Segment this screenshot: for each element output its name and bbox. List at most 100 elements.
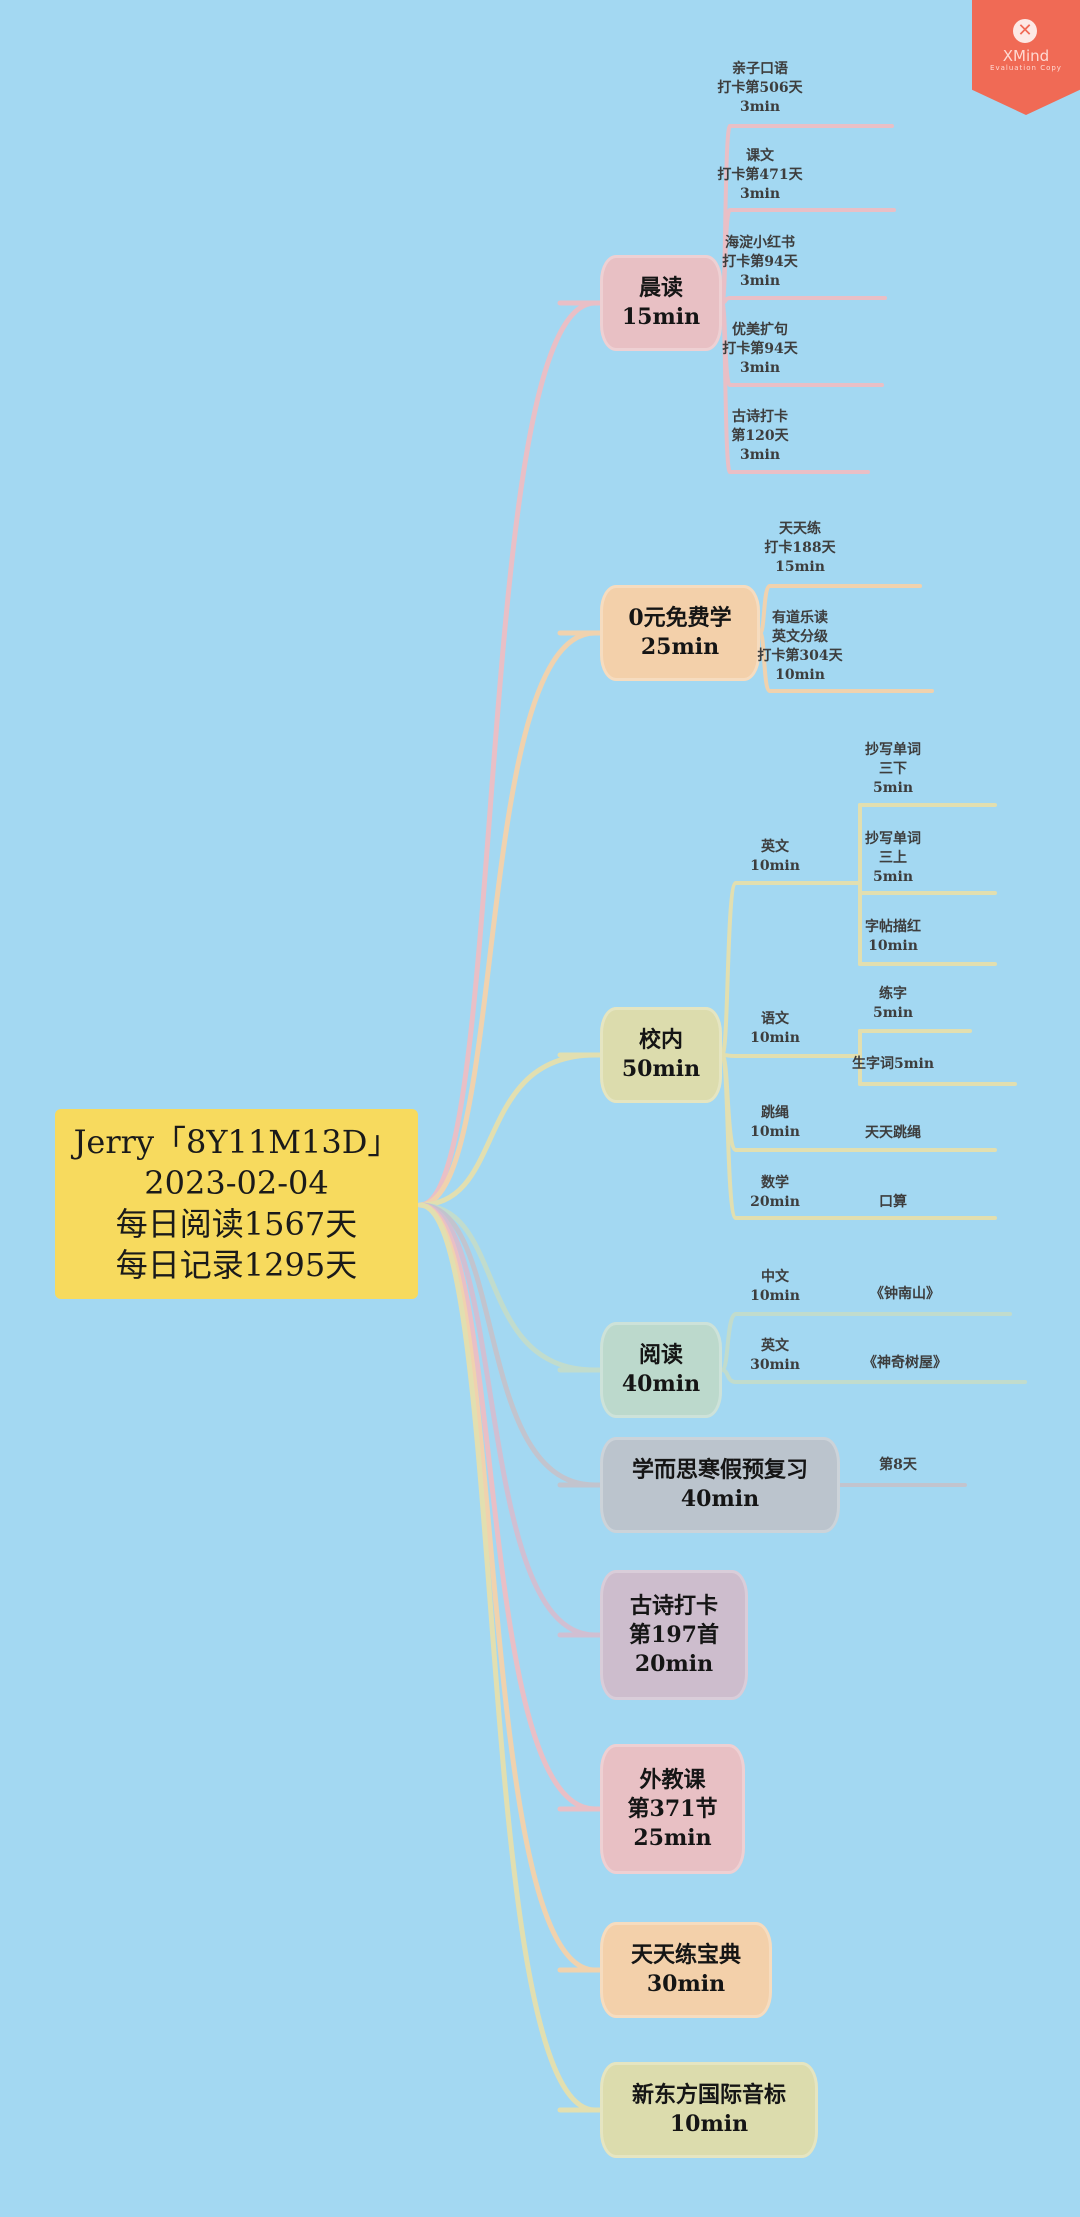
close-icon[interactable]: ✕ [1013, 19, 1037, 43]
topic-label: 第197首 [629, 1621, 719, 1648]
subtopic-xueersi[interactable]: 第8天 [828, 1456, 968, 1475]
subtopic-label: 优美扩句 [732, 322, 788, 338]
leaf-topic-label: 字帖描红 [865, 919, 921, 935]
topic-label: 20min [634, 1650, 714, 1677]
leaf-topic-label: 练字 [879, 986, 907, 1002]
subtopic-label: 亲子口语 [732, 61, 788, 77]
topic-label: 40min [621, 1371, 701, 1397]
subtopic-label: 10min [750, 1288, 800, 1304]
subtopic-label: 3min [739, 447, 781, 463]
subtopic-label: 10min [750, 858, 800, 874]
subtopic-label: 3min [739, 186, 781, 202]
topic-label: 15min [621, 304, 701, 330]
leaf-topic-school[interactable]: 生字词5min [823, 1055, 963, 1074]
subtopic-label: 海淀小红书 [725, 235, 795, 251]
subtopic-school[interactable]: 跳绳 10min [715, 1104, 835, 1142]
topic-label: 天天练宝典 [630, 1942, 741, 1968]
leaf-topic-school[interactable]: 字帖描红 10min [823, 918, 963, 956]
connector-line [417, 1202, 598, 1638]
subtopic-school[interactable]: 数学 20min [715, 1174, 835, 1212]
connector-line [417, 300, 598, 1208]
subtopic-reading[interactable]: 中文 10min [715, 1268, 835, 1306]
subtopic-label: 打卡188天 [764, 540, 836, 556]
leaf-topic-label: 10min [868, 938, 918, 954]
leaf-topic-label: 三下 [879, 761, 907, 777]
leaf-topic-label: 5min [872, 1005, 914, 1021]
topic-label: 50min [621, 1056, 701, 1082]
topic-label: 晨读 [638, 275, 683, 301]
watermark-caption: Evaluation Copy [990, 64, 1062, 72]
leaf-topic-label: 三上 [879, 850, 907, 866]
topic-school[interactable]: 校内 50min [600, 1007, 722, 1103]
central-topic-date: 2023-02-04 [144, 1164, 329, 1202]
subtopic-label: 英文 [761, 1338, 789, 1354]
subtopic-label: 古诗打卡 [732, 409, 788, 425]
subtopic-label: 第8天 [879, 1457, 917, 1473]
subtopic-morning[interactable]: 海淀小红书打卡第94天 3min [690, 234, 830, 291]
topic-label: 10min [669, 2111, 749, 2137]
subtopic-label: 10min [750, 1030, 800, 1046]
subtopic-label: 10min [775, 667, 825, 683]
subtopic-label: 打卡第506天 [717, 80, 803, 96]
topic-label: 外教课 [639, 1766, 706, 1793]
topic-reading[interactable]: 阅读 40min [600, 1322, 722, 1418]
central-topic[interactable]: Jerry「8Y11M13D」 2023-02-04 每日阅读1567天 每日记… [55, 1109, 418, 1299]
subtopic-label: 10min [750, 1124, 800, 1140]
topic-label: 学而思寒假预复习 [631, 1457, 808, 1483]
subtopic-label: 英文分级 [772, 629, 828, 645]
connector-line [720, 881, 738, 1057]
leaf-topic-reading[interactable]: 《神奇树屋》 [835, 1354, 975, 1373]
subtopic-reading[interactable]: 英文 30min [715, 1337, 835, 1375]
leaf-topic-label: 口算 [879, 1194, 907, 1210]
leaf-topic-school[interactable]: 天天跳绳 [823, 1124, 963, 1143]
topic-morning[interactable]: 晨读 15min [600, 255, 722, 351]
xmind-watermark-badge[interactable]: ✕ XMind Evaluation Copy [972, 0, 1080, 115]
topic-label: 校内 [638, 1027, 683, 1053]
subtopic-label: 第120天 [731, 428, 789, 444]
subtopic-label: 打卡第94天 [722, 341, 798, 357]
subtopic-label: 跳绳 [761, 1105, 789, 1121]
subtopic-label: 30min [750, 1357, 800, 1373]
subtopic-label: 打卡第304天 [757, 648, 843, 664]
leaf-topic-reading[interactable]: 《钟南山》 [835, 1285, 975, 1304]
connector-line [417, 1052, 598, 1208]
subtopic-school[interactable]: 英文 10min [715, 838, 835, 876]
subtopic-label: 20min [750, 1194, 800, 1210]
central-topic-reading-days: 每日阅读1567天 [115, 1205, 358, 1243]
leaf-topic-school[interactable]: 练字 5min [823, 985, 963, 1023]
subtopic-school[interactable]: 语文 10min [715, 1010, 835, 1048]
topic-label: 第371节 [627, 1795, 718, 1822]
topic-label: 阅读 [638, 1342, 683, 1368]
subtopic-label: 英文 [761, 839, 789, 855]
connector-line [417, 630, 598, 1208]
subtopic-label: 天天练 [779, 521, 821, 537]
subtopic-label: 3min [739, 273, 781, 289]
subtopic-morning[interactable]: 古诗打卡第120天 3min [690, 408, 830, 465]
subtopic-label: 打卡第94天 [722, 254, 798, 270]
subtopic-label: 中文 [761, 1269, 789, 1285]
leaf-topic-label: 生字词5min [851, 1056, 935, 1072]
subtopic-label: 数学 [761, 1175, 789, 1191]
connector-line [417, 1202, 598, 1812]
topic-label: 25min [633, 1824, 712, 1851]
leaf-topic-school[interactable]: 口算 [823, 1193, 963, 1212]
subtopic-label: 语文 [761, 1011, 789, 1027]
connector-line [720, 1368, 738, 1384]
subtopic-label: 课文 [746, 148, 774, 164]
connector-line [417, 1202, 598, 1488]
leaf-topic-label: 《神奇树屋》 [863, 1355, 947, 1371]
leaf-topic-label: 5min [872, 869, 914, 885]
